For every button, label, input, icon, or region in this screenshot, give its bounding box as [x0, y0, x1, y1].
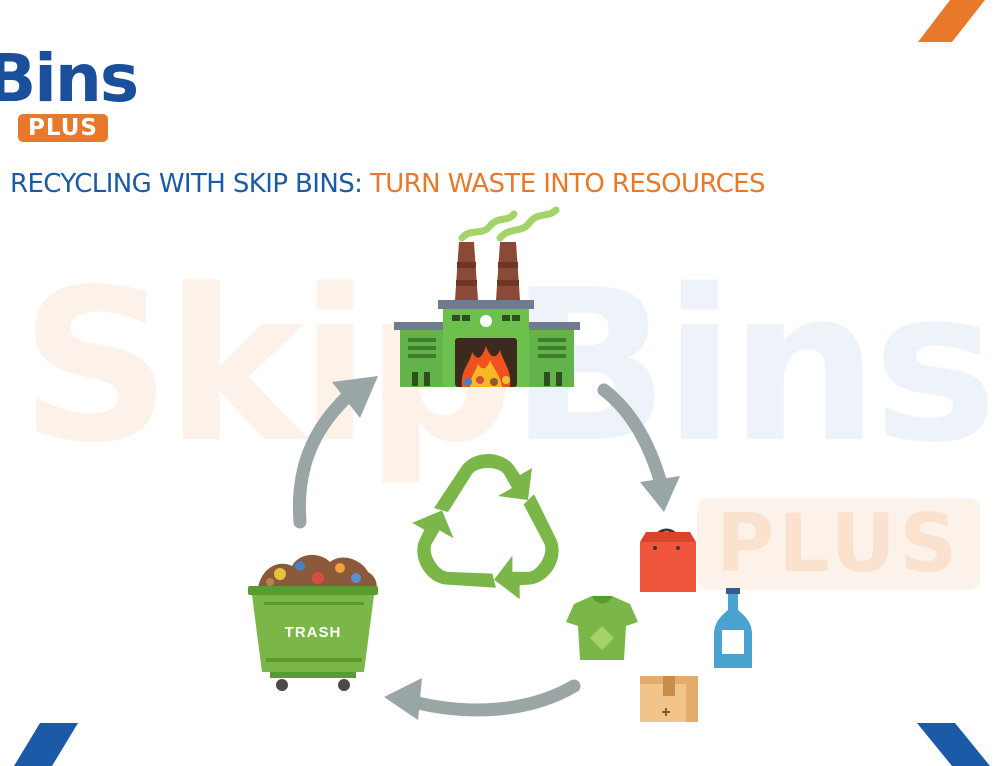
corner-stripe-bottom-left — [14, 723, 78, 766]
bottle-icon — [714, 588, 752, 668]
t-shirt-icon — [566, 596, 638, 660]
arrow-products-to-trash — [384, 678, 581, 720]
logo-plus-badge: PLUS — [18, 114, 108, 142]
recycle-icon — [412, 454, 559, 600]
cardboard-box-icon — [640, 676, 698, 722]
watermark-bins: Bins — [509, 244, 998, 489]
trash-bin-label: TRASH — [285, 624, 342, 641]
corner-stripe-top-right — [918, 0, 985, 42]
arrow-factory-to-products — [597, 383, 680, 512]
shopping-bag-icon — [640, 528, 696, 592]
page-title: RECYCLING WITH SKIP BINS: TURN WASTE INT… — [10, 167, 1000, 201]
arrow-trash-to-factory — [292, 376, 378, 529]
logo-bins-text: Bins — [0, 40, 139, 117]
factory-icon — [394, 206, 580, 387]
watermark-plus-badge: PLUS — [697, 498, 980, 590]
trash-bin-icon: TRASH — [248, 554, 378, 691]
title-part-blue: RECYCLING WITH SKIP BINS: — [10, 169, 370, 199]
corner-stripe-bottom-right — [917, 723, 990, 766]
title-part-orange: TURN WASTE INTO RESOURCES — [369, 169, 766, 199]
